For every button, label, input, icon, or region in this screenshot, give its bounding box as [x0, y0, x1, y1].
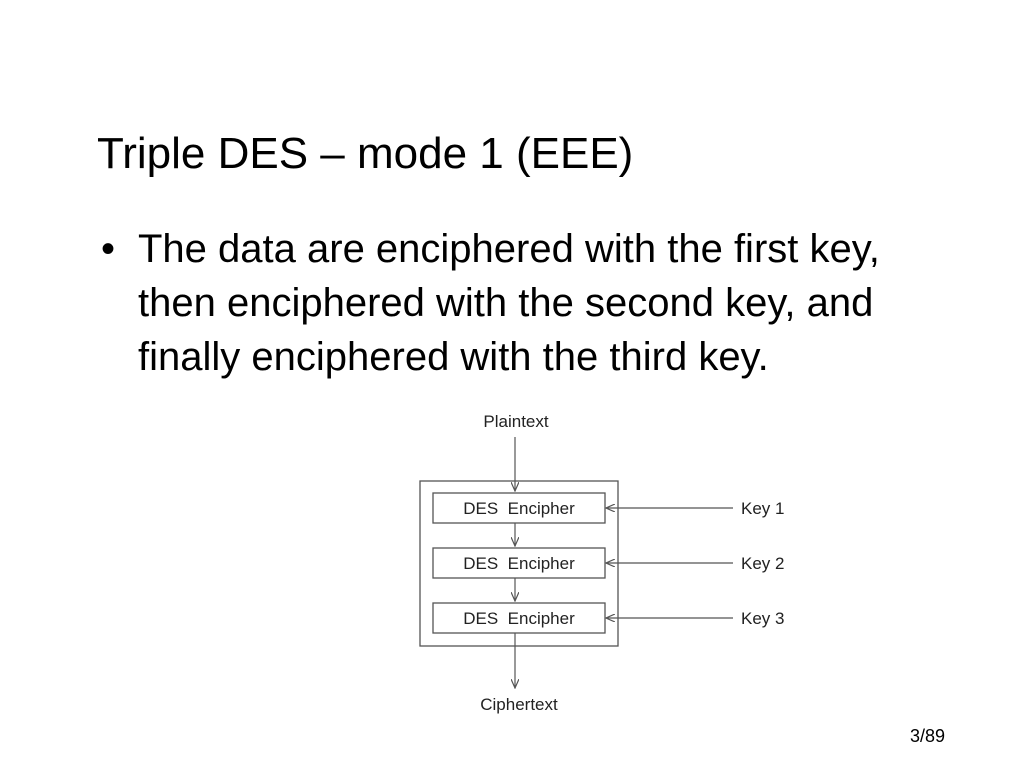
bullet-text: The data are enciphered with the first k…: [138, 227, 880, 379]
des-encipher-box-1: [432, 492, 606, 524]
plaintext-label: Plaintext: [483, 412, 548, 431]
key-label-1: Key 1: [741, 499, 784, 518]
des-encipher-label-3: DES Encipher: [463, 609, 575, 628]
des-encipher-label-1: DES Encipher: [463, 499, 575, 518]
slide-title: Triple DES – mode 1 (EEE): [97, 129, 634, 178]
slide-page-number: 3/89: [909, 726, 945, 746]
key-label-3: Key 3: [741, 609, 784, 628]
bullet-list: • The data are enciphered with the first…: [97, 222, 917, 384]
des-encipher-label-2: DES Encipher: [463, 554, 575, 573]
ciphertext-label: Ciphertext: [480, 695, 558, 714]
bullet-item: • The data are enciphered with the first…: [97, 222, 917, 384]
key-label-2: Key 2: [741, 554, 784, 573]
bullet-marker: •: [101, 227, 116, 271]
